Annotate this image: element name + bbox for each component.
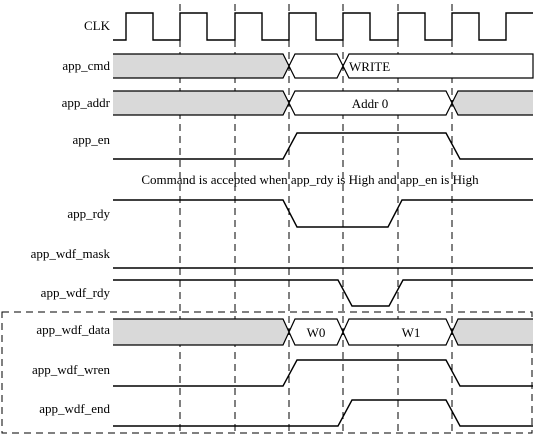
app-addr-value: Addr 0 <box>352 96 388 111</box>
label-app-addr: app_addr <box>62 95 111 110</box>
app-cmd-waveform: WRITE <box>113 53 534 79</box>
app-wdf-rdy-waveform <box>113 279 533 307</box>
label-app-wdf-wren: app_wdf_wren <box>32 362 110 377</box>
clk-waveform <box>113 12 533 41</box>
app-wdf-data-waveform: W0 W1 <box>113 318 533 346</box>
app-wdf-data-w0: W0 <box>307 325 326 340</box>
label-app-wdf-mask: app_wdf_mask <box>31 246 111 261</box>
label-clk: CLK <box>84 18 111 33</box>
label-app-wdf-data: app_wdf_data <box>36 322 110 337</box>
app-en-waveform <box>113 132 533 160</box>
label-app-rdy: app_rdy <box>67 206 110 221</box>
app-wdf-end-waveform <box>113 399 533 427</box>
label-app-wdf-end: app_wdf_end <box>39 401 110 416</box>
app-cmd-value: WRITE <box>349 59 390 74</box>
app-addr-waveform: Addr 0 <box>113 90 533 116</box>
acceptance-note: Command is accepted when app_rdy is High… <box>141 172 479 187</box>
app-wdf-wren-waveform <box>113 359 533 387</box>
label-app-wdf-rdy: app_wdf_rdy <box>41 285 111 300</box>
app-wdf-data-w1: W1 <box>402 325 421 340</box>
label-app-en: app_en <box>72 132 110 147</box>
label-app-cmd: app_cmd <box>62 58 110 73</box>
write-data-group-frame <box>1 311 533 434</box>
app-rdy-waveform <box>113 199 533 228</box>
